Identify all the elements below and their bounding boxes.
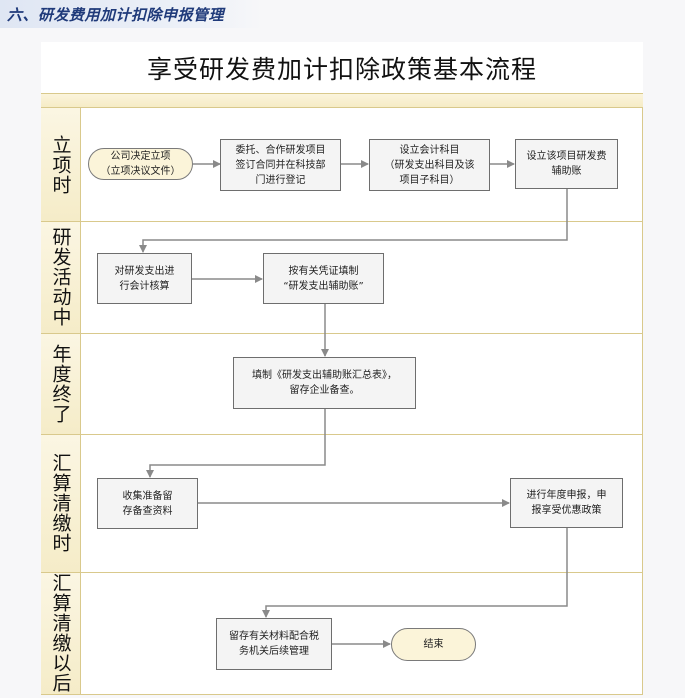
- node-start: 公司决定立项 （立项决议文件）: [88, 148, 193, 180]
- lane-label-year-end: 年度终了: [41, 333, 81, 434]
- node-end: 结束: [391, 628, 476, 661]
- subtitle-band: [41, 94, 643, 108]
- lane-label-project-start: 立项时: [41, 108, 81, 221]
- section-header-text: 六、研发费用加计扣除申报管理: [7, 6, 225, 24]
- node-collect: 收集准备留 存备查资料: [97, 478, 198, 529]
- node-archive: 留存有关材料配合税 务机关后续管理: [216, 618, 332, 670]
- lane-divider: [41, 572, 643, 573]
- lane-label-text: 汇算清缴以后: [49, 573, 72, 693]
- node-contract: 委托、合作研发项目 签订合同并在科技部 门进行登记: [220, 139, 341, 191]
- node-account-subject: 设立会计科目 （研发支出科目及该 项目子科目）: [369, 139, 490, 191]
- lane-label-text: 汇算清缴时: [49, 453, 72, 553]
- lane-divider: [41, 221, 643, 222]
- lane-divider: [41, 333, 643, 334]
- node-aux-ledger: 设立该项目研发费 辅助账: [515, 139, 618, 189]
- node-accounting: 对研发支出进 行会计核算: [97, 253, 192, 304]
- lane-label-text: 立项时: [49, 134, 72, 195]
- lane-label-text: 年度终了: [49, 343, 72, 424]
- section-header: 六、研发费用加计扣除申报管理: [0, 0, 262, 28]
- connector-summary-to-collect: [146, 408, 326, 478]
- connector-aux-to-accounting: [139, 188, 568, 253]
- connector-declare-to-archive: [262, 528, 568, 618]
- node-declare: 进行年度申报，申 报享受优惠政策: [510, 478, 623, 528]
- lane-label-text: 研发活动中: [49, 227, 72, 327]
- lane-divider: [41, 434, 643, 435]
- lane-label-after-settlement: 汇算清缴以后: [41, 572, 81, 694]
- node-voucher: 按有关凭证填制 “研发支出辅助账”: [263, 253, 384, 304]
- title-band: [41, 42, 643, 94]
- lane-label-settlement: 汇算清缴时: [41, 434, 81, 572]
- lane-label-rd-activity: 研发活动中: [41, 221, 81, 333]
- flowchart-title: 享受研发费加计扣除政策基本流程: [146, 55, 537, 84]
- node-summary: 填制《研发支出辅助账汇总表》， 留存企业备查。: [233, 357, 416, 409]
